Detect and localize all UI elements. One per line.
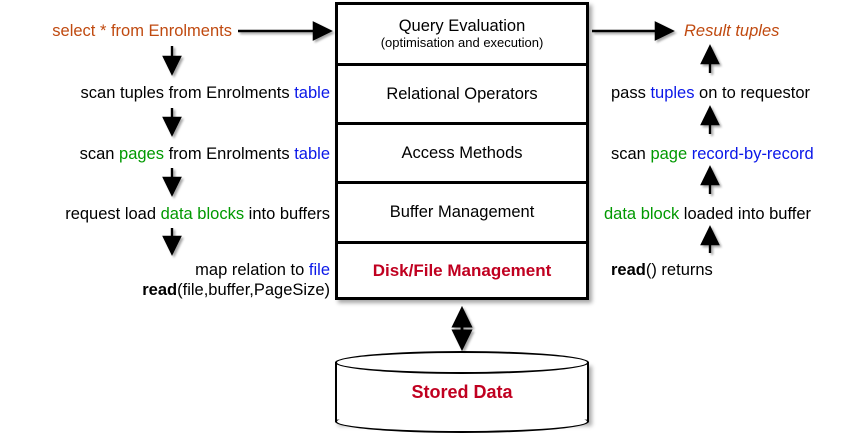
read-returns-text: () returns [645, 261, 713, 279]
sql-query-text: select * from Enrolments [52, 22, 232, 40]
map-relation-text-b: file [308, 261, 330, 279]
cylinder-top-ellipse [335, 351, 589, 374]
left-step-sql-query: select * from Enrolments [0, 22, 232, 41]
layer-title: Disk/File Management [372, 260, 552, 280]
left-step-map-relation: map relation to file [0, 261, 330, 280]
layer-title: Relational Operators [386, 84, 538, 103]
layer-access-methods: Access Methods [338, 122, 586, 181]
pass-tuples-text-c: on to requestor [694, 84, 811, 102]
scan-pages-text-a: scan [79, 145, 120, 163]
scan-page-text-b: page [650, 145, 688, 163]
request-load-text-a: request load [65, 205, 161, 223]
layer-disk-file-management: Disk/File Management [338, 241, 586, 297]
data-block-text-a: data block [604, 205, 680, 223]
layer-title: Query Evaluation [398, 16, 526, 35]
right-step-result-tuples: Result tuples [684, 22, 779, 41]
layer-title: Access Methods [401, 143, 523, 162]
layer-query-evaluation: Query Evaluation (optimisation and execu… [338, 5, 586, 63]
stored-data-label: Stored Data [411, 381, 513, 402]
layer-relational-operators: Relational Operators [338, 63, 586, 122]
left-step-read-call: read(file,buffer,PageSize) [0, 281, 330, 300]
left-step-request-load: request load data blocks into buffers [0, 205, 330, 224]
layer-subtitle: (optimisation and execution) [380, 35, 544, 51]
pass-tuples-text-a: pass [611, 84, 651, 102]
scan-tuples-text-a: scan tuples from Enrolments [80, 84, 295, 102]
request-load-text-b: data blocks [160, 205, 245, 223]
right-step-read-returns: read() returns [611, 261, 713, 280]
right-step-data-block-loaded: data block loaded into buffer [604, 205, 811, 224]
left-step-scan-tuples: scan tuples from Enrolments table [0, 84, 330, 103]
scan-pages-text-c: from Enrolments [164, 145, 295, 163]
map-relation-text-a: map relation to [195, 261, 309, 279]
left-step-scan-pages: scan pages from Enrolments table [0, 145, 330, 164]
dbms-layer-stack: Query Evaluation (optimisation and execu… [335, 2, 589, 300]
layer-title: Buffer Management [389, 203, 535, 222]
right-step-scan-page: scan page record-by-record [611, 145, 814, 164]
result-tuples-text: Result tuples [684, 22, 780, 40]
read-returns-keyword: read [611, 261, 646, 279]
scan-tuples-text-b: table [294, 84, 330, 102]
scan-page-text-a: scan [611, 145, 651, 163]
scan-page-text-d: record-by-record [691, 145, 814, 163]
layer-buffer-management: Buffer Management [338, 181, 586, 241]
stored-data-cylinder: Stored Data [335, 351, 589, 433]
read-call-args: (file,buffer,PageSize) [177, 281, 330, 299]
read-call-keyword: read [142, 281, 178, 299]
pass-tuples-text-b: tuples [650, 84, 695, 102]
request-load-text-c: into buffers [244, 205, 330, 223]
right-step-pass-tuples: pass tuples on to requestor [611, 84, 810, 103]
scan-pages-text-d: table [294, 145, 330, 163]
scan-pages-text-b: pages [119, 145, 164, 163]
data-block-text-b: loaded into buffer [679, 205, 812, 223]
